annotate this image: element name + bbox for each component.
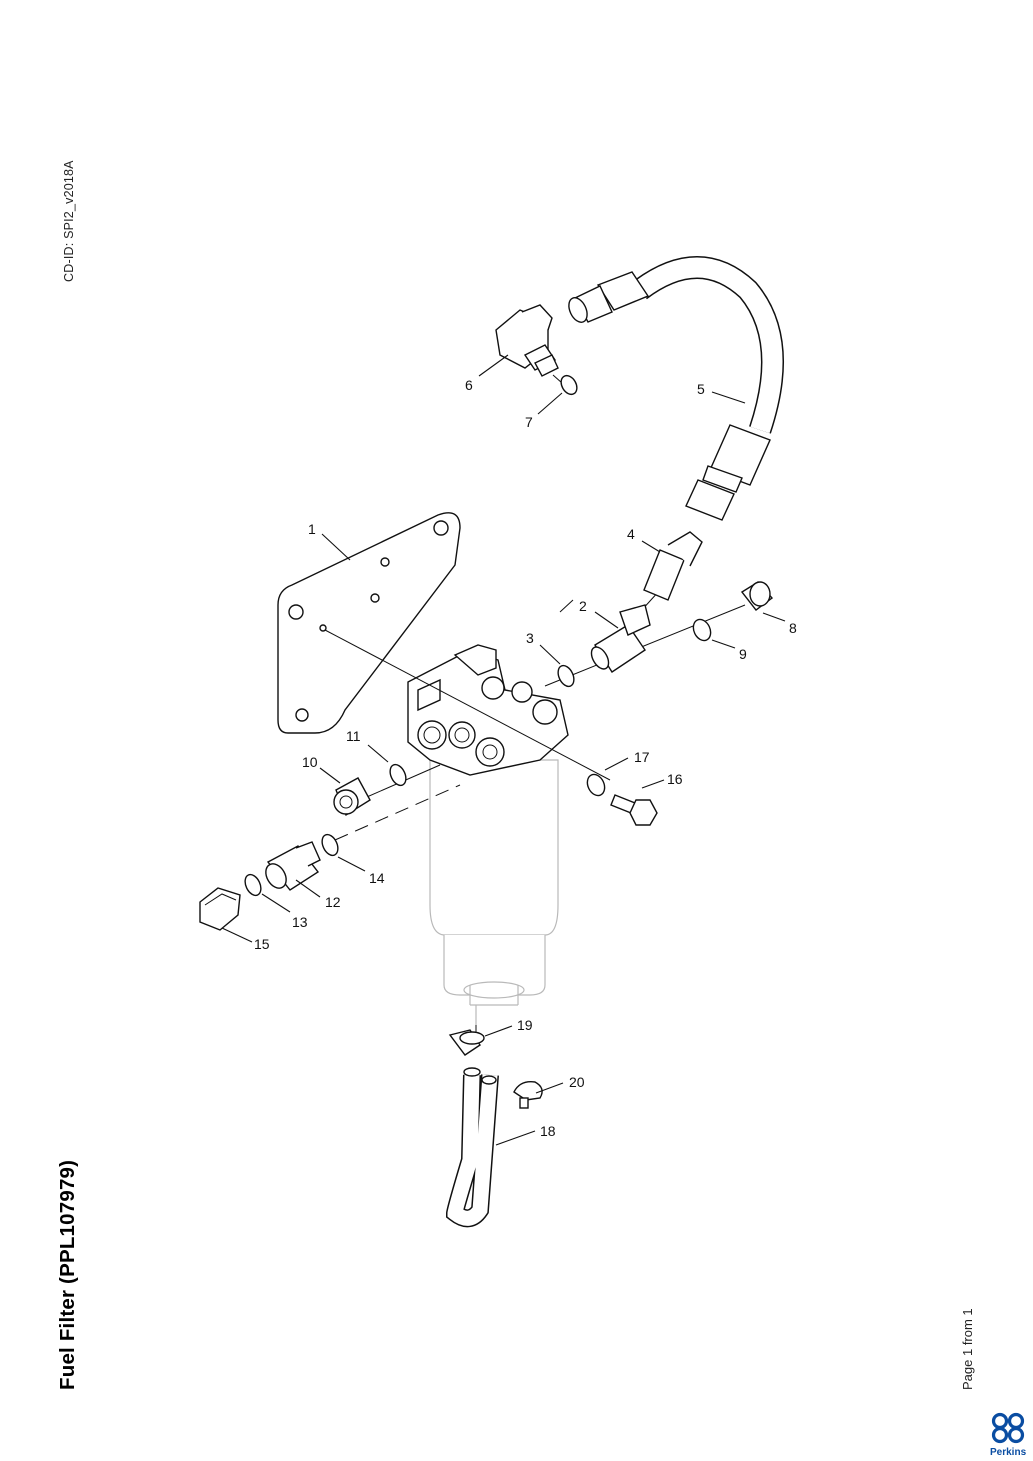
callout-3: 3 bbox=[526, 630, 534, 646]
filter-canister bbox=[429, 759, 559, 1025]
callout-5: 5 bbox=[697, 381, 705, 397]
perkins-logo-icon bbox=[991, 1412, 1025, 1444]
callout-numbers: 1 2 3 4 5 6 7 8 9 10 11 12 13 14 15 16 1… bbox=[254, 377, 797, 1139]
callout-4: 4 bbox=[627, 526, 635, 542]
callout-10: 10 bbox=[302, 754, 318, 770]
fuel-hose bbox=[568, 256, 784, 521]
callout-2: 2 bbox=[579, 598, 587, 614]
callout-1: 1 bbox=[308, 521, 316, 537]
callout-6: 6 bbox=[465, 377, 473, 393]
callout-13: 13 bbox=[292, 914, 308, 930]
callout-18: 18 bbox=[540, 1123, 556, 1139]
callout-11: 11 bbox=[346, 728, 361, 744]
brand-name: Perkins bbox=[990, 1447, 1027, 1458]
callout-16: 16 bbox=[667, 771, 683, 787]
callout-15: 15 bbox=[254, 936, 270, 952]
washer-14 bbox=[321, 833, 339, 857]
connector-elbow bbox=[590, 604, 651, 673]
adapter-fitting bbox=[643, 531, 703, 601]
drain-elbow-19 bbox=[448, 1029, 485, 1056]
washer-11 bbox=[389, 763, 407, 787]
plug-10 bbox=[333, 777, 371, 817]
drain-hose-18 bbox=[445, 1067, 499, 1228]
mounting-bracket bbox=[277, 512, 461, 734]
clip-20 bbox=[513, 1081, 543, 1109]
callout-8: 8 bbox=[789, 620, 797, 636]
callout-12: 12 bbox=[325, 894, 341, 910]
bolt-16 bbox=[610, 794, 658, 826]
leader-lines bbox=[221, 354, 786, 1146]
nut-15 bbox=[199, 887, 241, 931]
callout-20: 20 bbox=[569, 1074, 585, 1090]
elbow-fitting bbox=[495, 304, 559, 377]
washer-17 bbox=[586, 773, 606, 797]
callout-14: 14 bbox=[369, 870, 385, 886]
callout-17: 17 bbox=[634, 749, 650, 765]
washer-7 bbox=[560, 374, 578, 396]
plug-8 bbox=[740, 581, 774, 611]
washer-9 bbox=[692, 618, 712, 642]
callout-19: 19 bbox=[517, 1017, 533, 1033]
washer-13 bbox=[244, 873, 262, 897]
union-12 bbox=[265, 841, 321, 891]
callout-7: 7 bbox=[525, 414, 533, 430]
washer-3 bbox=[557, 664, 575, 688]
callout-9: 9 bbox=[739, 646, 747, 662]
filter-head bbox=[407, 644, 569, 776]
